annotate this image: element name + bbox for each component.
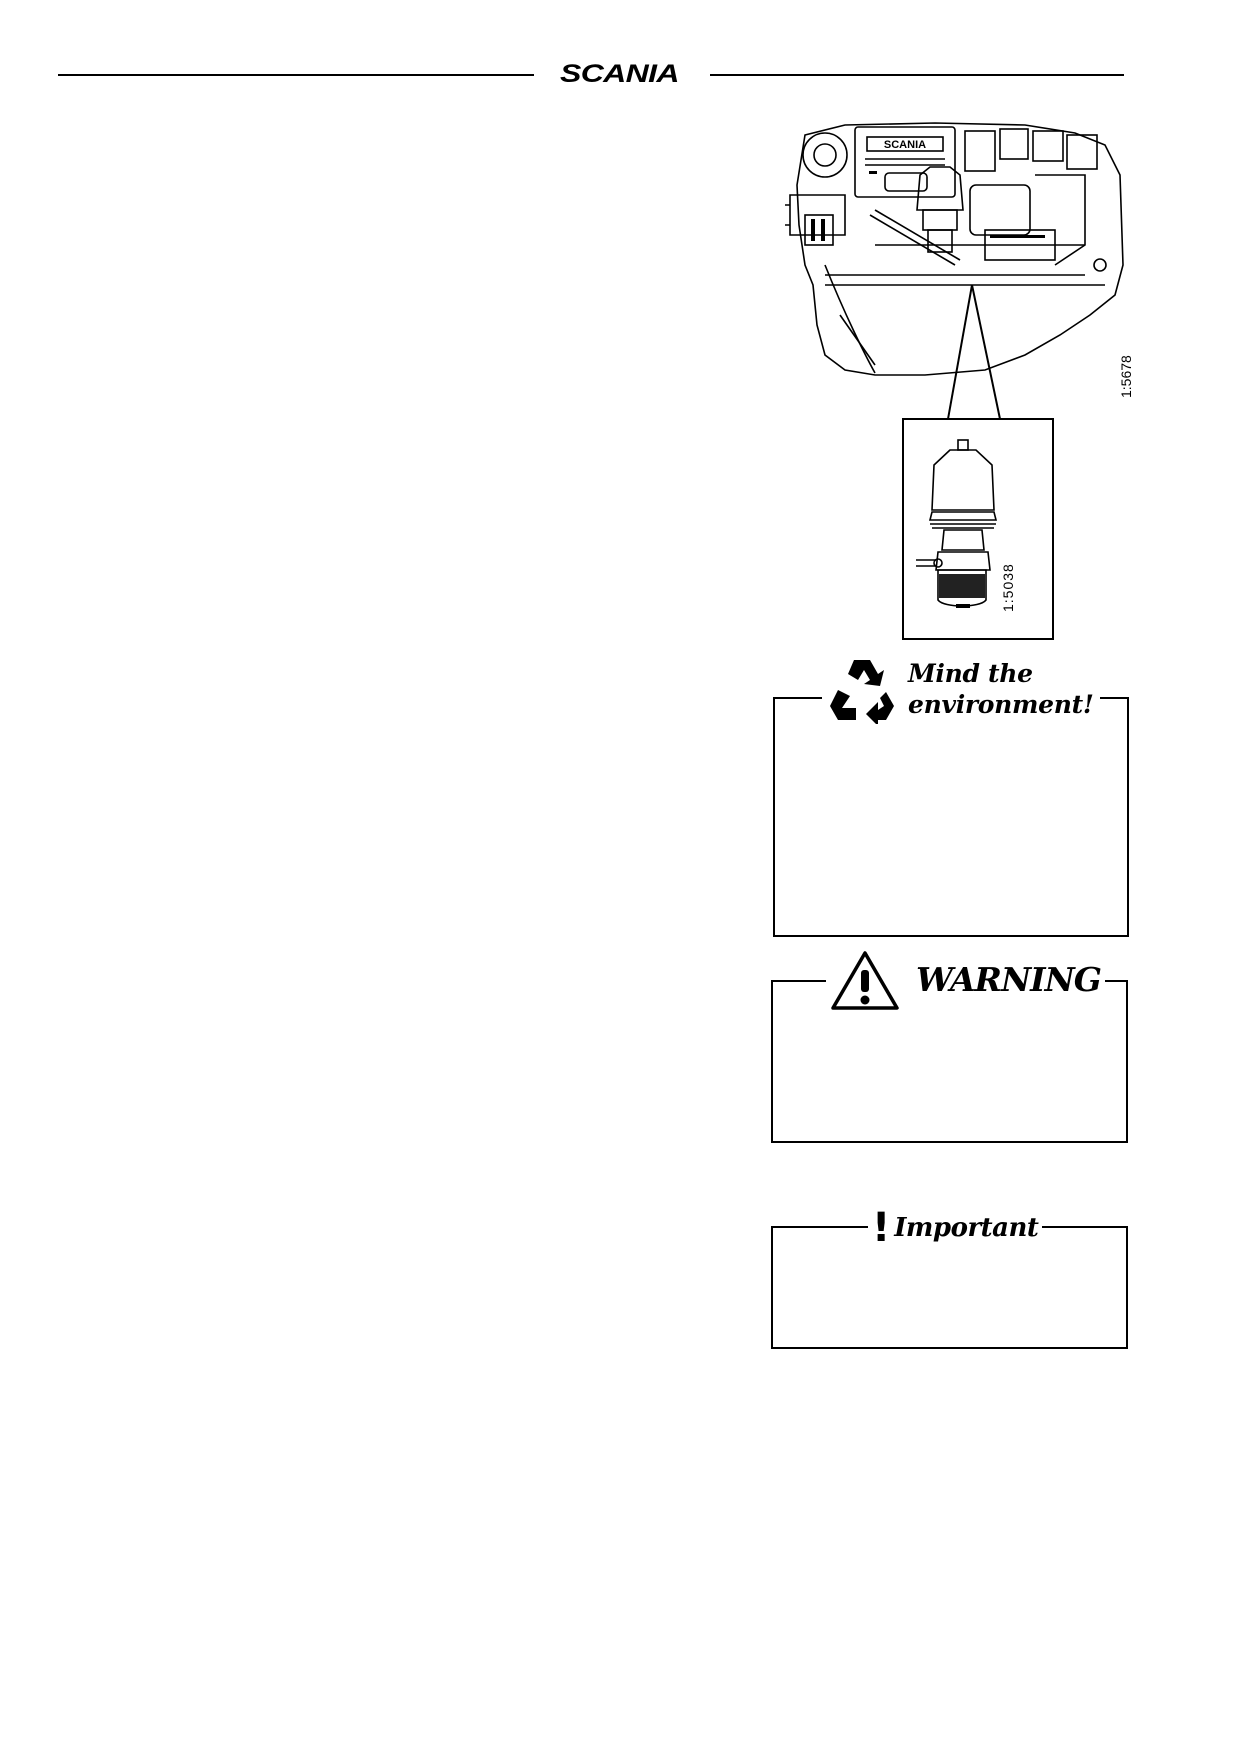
environment-title-line1: Mind the: [908, 659, 1033, 688]
environment-notice-box: [773, 697, 1129, 937]
environment-title-line2: environment!: [908, 690, 1094, 719]
warning-triangle-icon: [831, 951, 899, 1010]
warning-notice-heading: WARNING: [826, 950, 1105, 1010]
header-rule-left: [58, 74, 534, 76]
scania-logo: SCANIA: [560, 60, 679, 88]
exclamation-icon: !: [872, 1205, 891, 1251]
engine-illustration: SCANIA: [785, 122, 1124, 376]
important-title: Important: [894, 1213, 1039, 1243]
figure-code-engine: 1:5678: [1118, 355, 1134, 398]
warning-title: WARNING: [916, 960, 1102, 999]
filter-detail-frame: [902, 418, 1054, 640]
figure-code-detail: 1:5038: [1000, 563, 1016, 612]
svg-text:SCANIA: SCANIA: [884, 139, 926, 151]
detail-leader-lines: [947, 285, 1001, 420]
recycle-icon: [830, 660, 894, 724]
centrifugal-filter-illustration: [916, 439, 998, 608]
environment-notice-heading: Mind the environment!: [822, 656, 1100, 726]
important-notice-heading: ! Important: [868, 1205, 1043, 1251]
header-rule-right: [710, 74, 1124, 76]
